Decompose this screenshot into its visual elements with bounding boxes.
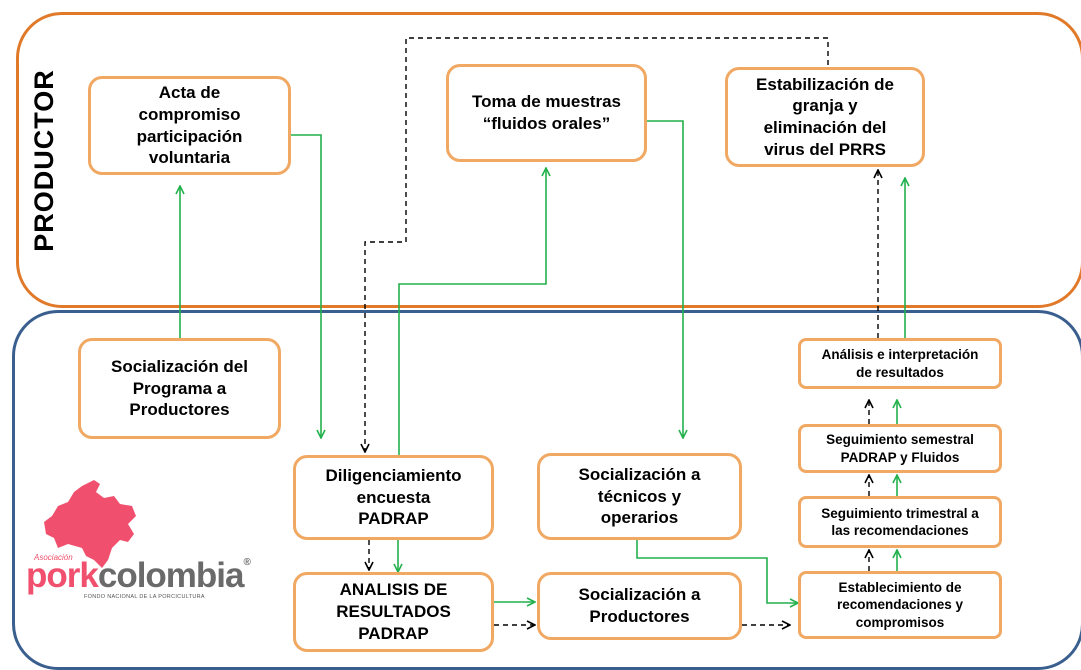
box-analisis-padrap: ANALISIS DE RESULTADOS PADRAP	[293, 572, 494, 652]
flow-arrows	[0, 37, 1081, 654]
logo-subtitle: FONDO NACIONAL DE LA PORCICULTURA	[84, 594, 205, 600]
box-socializacion-tecnicos: Socialización a técnicos y operarios	[537, 453, 742, 540]
arrow-tecnicos-to-establecimiento	[636, 540, 798, 603]
arrow-acta-to-diligenciamiento	[291, 134, 321, 438]
box-acta-compromiso: Acta de compromiso participación volunta…	[88, 76, 291, 175]
logo-asociacion: Asociación	[34, 553, 73, 562]
box-socializacion-programa: Socialización del Programa a Productores	[78, 338, 281, 439]
box-establecimiento: Establecimiento de recomendaciones y com…	[798, 571, 1002, 639]
box-seguimiento-semestral: Seguimiento semestral PADRAP y Fluidos	[798, 424, 1002, 473]
porkcolombia-logo: porkcolombia®	[26, 556, 251, 595]
box-socializacion-productores: Socialización a Productores	[537, 572, 742, 640]
arrow-toma-to-tecnicos	[647, 120, 683, 438]
box-estabilizacion: Estabilización de granja y eliminación d…	[725, 67, 925, 167]
dashed-estabilizacion-to-diligenciamiento	[365, 37, 829, 452]
box-diligenciamiento: Diligenciamiento encuesta PADRAP	[293, 455, 494, 540]
box-seguimiento-trimestral: Seguimiento trimestral a las recomendaci…	[798, 496, 1002, 548]
box-toma-muestras: Toma de muestras “fluidos orales”	[446, 64, 647, 162]
box-analisis-interpretacion: Análisis e interpretación de resultados	[798, 338, 1002, 389]
arrow-diligenciamiento-to-toma	[398, 168, 546, 455]
colombia-map-icon	[44, 480, 136, 568]
productor-lane	[16, 12, 1081, 308]
